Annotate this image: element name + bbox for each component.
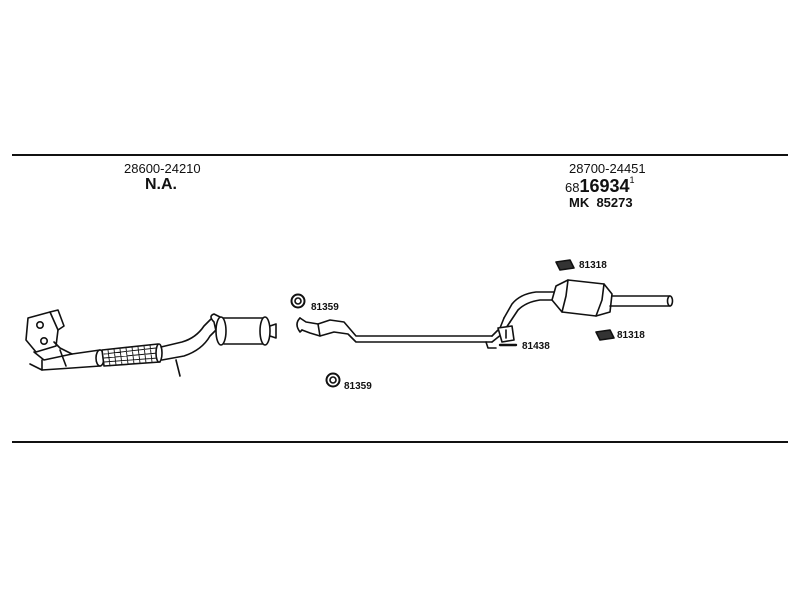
bottom-divider xyxy=(12,441,788,443)
callout-rubber-top: 81318 xyxy=(579,260,607,271)
rear-pipe xyxy=(503,291,559,323)
clamp-lower xyxy=(325,372,341,388)
callout-clamp-upper: 81359 xyxy=(311,302,339,313)
callout-clamp-lower: 81359 xyxy=(344,381,372,392)
manifold-flange xyxy=(25,309,65,353)
rubber-hanger-top xyxy=(555,259,575,271)
callout-rubber-bottom: 81318 xyxy=(617,330,645,341)
ref-suffix: 1 xyxy=(629,175,635,185)
rubber-hanger-bottom xyxy=(595,329,615,341)
clamp-upper xyxy=(290,293,306,309)
front-part-status: N.A. xyxy=(145,176,177,193)
front-part-number: 28600-24210 xyxy=(124,161,201,176)
centre-muffler xyxy=(210,313,277,346)
intermediate-pipe xyxy=(160,317,219,377)
ref-prefix: 68 xyxy=(565,180,580,195)
mk-label: MK xyxy=(569,195,590,210)
callout-hanger-middle: 81438 xyxy=(522,341,550,352)
top-divider xyxy=(12,154,788,156)
rear-mk-number: MK 85273 xyxy=(569,196,633,209)
mk-number: 85273 xyxy=(596,195,633,210)
ref-main: 16934 xyxy=(579,176,630,196)
rear-part-number: 28700-24451 xyxy=(569,161,646,176)
middle-pipe xyxy=(296,317,511,349)
rear-reference-number: 68169341 xyxy=(565,175,635,196)
flex-pipe xyxy=(101,343,163,367)
hanger-bracket xyxy=(497,325,515,343)
rear-silencer xyxy=(551,279,674,317)
